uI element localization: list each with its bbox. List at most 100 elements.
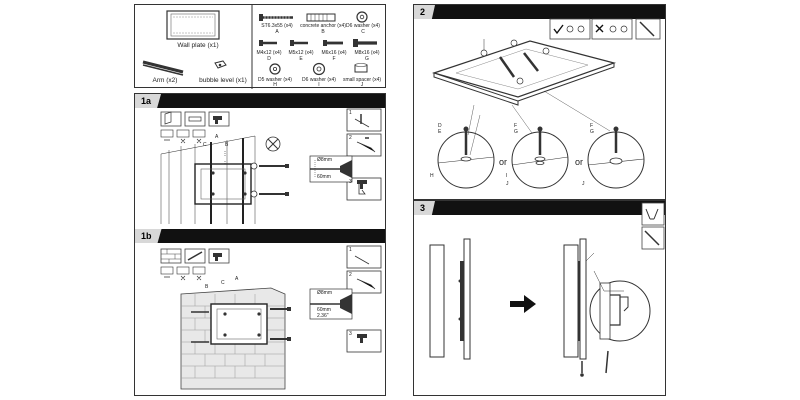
step-1a-tag: 1a: [135, 94, 162, 108]
drill-size-1b: Ø8mm: [317, 290, 332, 296]
step-3-drawing: [429, 202, 665, 377]
m4-bolt-icon: [259, 40, 277, 46]
label-n1-1a: 1: [349, 110, 352, 116]
screw-st-label: ST6.3x55 (x4): [261, 23, 293, 29]
label-n1-1b: 1: [349, 247, 352, 253]
label-b-1b: B: [205, 284, 209, 290]
wall-left: [429, 244, 445, 358]
step-2-panel: 2: [413, 4, 666, 200]
m5-label: M5x12 (x4): [288, 50, 314, 56]
label-n3-1a: 3: [349, 179, 352, 185]
detail-box-4: [346, 245, 382, 269]
mounted-wall-plate: [194, 150, 252, 205]
anchor-label: concrete anchor (x4): [300, 23, 346, 29]
selection-icons-2: [160, 266, 206, 281]
studs-wall: [160, 135, 256, 224]
label-fg-3: F G: [590, 123, 594, 135]
small-spacer-icon: [354, 63, 368, 73]
d5-washer-letter: H: [273, 82, 277, 88]
label-n2-1a: 2: [349, 135, 352, 141]
step-3-panel: 3: [413, 200, 666, 396]
screw-st-icon: [259, 14, 293, 21]
step-1b-header: 1b: [135, 229, 385, 243]
label-b-1a: B: [225, 142, 229, 148]
m6-label: M6x16 (x4): [321, 50, 347, 56]
label-h: H: [430, 173, 434, 179]
step-1b-tag: 1b: [135, 229, 162, 243]
label-g-3: G: [590, 129, 594, 135]
brick-icon: [160, 248, 182, 264]
step-1-drawing: [160, 108, 382, 390]
m8-bolt-icon: [353, 39, 377, 47]
d5-washer-label: D5 washer (x4): [258, 77, 292, 83]
label-fg-2: F G: [514, 123, 518, 135]
step-1a-header: 1a: [135, 94, 385, 108]
m6-letter: F: [332, 56, 336, 62]
step-2-drawing: [431, 18, 661, 189]
label-e: E: [438, 129, 442, 135]
detail-circle-2: [511, 126, 569, 189]
wall-right: [563, 244, 579, 358]
label-n3-1b: 3: [349, 331, 352, 337]
depth-in-1b: 2.36": [317, 313, 329, 319]
d6-washer-top-label: D6 washer (x4): [346, 23, 380, 29]
detail-circle-3: [587, 126, 645, 189]
m8-label: M8x16 (x4): [354, 50, 380, 56]
parts-list-panel: Wall plate (x1) Arm (x2) bubble level (x…: [134, 4, 386, 89]
label-i: I: [506, 173, 508, 179]
label-j-3: J: [582, 181, 585, 187]
bubble-level-icon: [214, 60, 227, 69]
d6-washer-top-letter: C: [361, 29, 365, 35]
tv-side-right: [578, 238, 587, 377]
step-2-tag: 2: [414, 5, 436, 19]
wall-plate-icon: [166, 10, 220, 40]
d6-washer-bottom-label: D6 washer (x4): [302, 77, 336, 83]
step-3-header: 3: [414, 201, 665, 215]
tv-back: [431, 39, 617, 106]
m6-bolt-icon: [323, 40, 343, 46]
or-label-1: or: [499, 157, 508, 167]
bubble-level-label: bubble level (x1): [199, 77, 247, 84]
label-de-1: D E: [438, 123, 442, 135]
arm-icon: [142, 60, 184, 76]
label-f-2: F: [514, 123, 518, 129]
mounted-wall-plate-2: [210, 303, 268, 345]
screw-arrows: [250, 162, 289, 198]
m5-letter: E: [299, 56, 303, 62]
label-c-1a: C: [203, 142, 207, 148]
label-a-1b: A: [235, 276, 239, 282]
d6-washer-icon: [356, 11, 368, 23]
label-g-2: G: [514, 129, 518, 135]
selection-icons: [160, 129, 206, 144]
or-label-2: or: [575, 157, 584, 167]
screw-st-letter: A: [275, 29, 279, 35]
arm-label: Arm (x2): [152, 77, 178, 84]
d5-washer-icon: [269, 63, 281, 75]
wall-plate-label: Wall plate (x1): [177, 42, 219, 49]
m8-letter: G: [365, 56, 369, 62]
detail-box-6: [346, 329, 382, 353]
tv-side-left: [458, 238, 471, 360]
depth-mm-1a: 60mm: [317, 174, 331, 180]
label-f-3: F: [590, 123, 594, 129]
anchor-arrows: [191, 307, 291, 343]
label-n2-1b: 2: [349, 272, 352, 278]
detail-box-3: [346, 177, 382, 201]
m4-letter: D: [267, 56, 271, 62]
magnified-detail: [585, 252, 651, 374]
small-spacer-letter: J: [360, 82, 364, 88]
m5-bolt-icon: [290, 40, 308, 46]
m4-label: M4x12 (x4): [256, 50, 282, 56]
step-1-panel: 1a 1b: [134, 93, 386, 396]
detail-box-1: [346, 108, 382, 132]
hand-icon: [641, 202, 665, 226]
step-2-header: 2: [414, 5, 665, 19]
label-d: D: [438, 123, 442, 129]
d6-washer-2-icon: [312, 62, 326, 76]
label-a-1a: A: [215, 134, 219, 140]
small-spacer-label: small spacer (x4): [342, 77, 382, 83]
step-3-tag: 3: [414, 201, 436, 215]
concrete-anchor-icon: [306, 13, 336, 22]
anchor-letter: B: [321, 29, 325, 35]
depth-mm-1b: 60mm: [317, 307, 331, 313]
